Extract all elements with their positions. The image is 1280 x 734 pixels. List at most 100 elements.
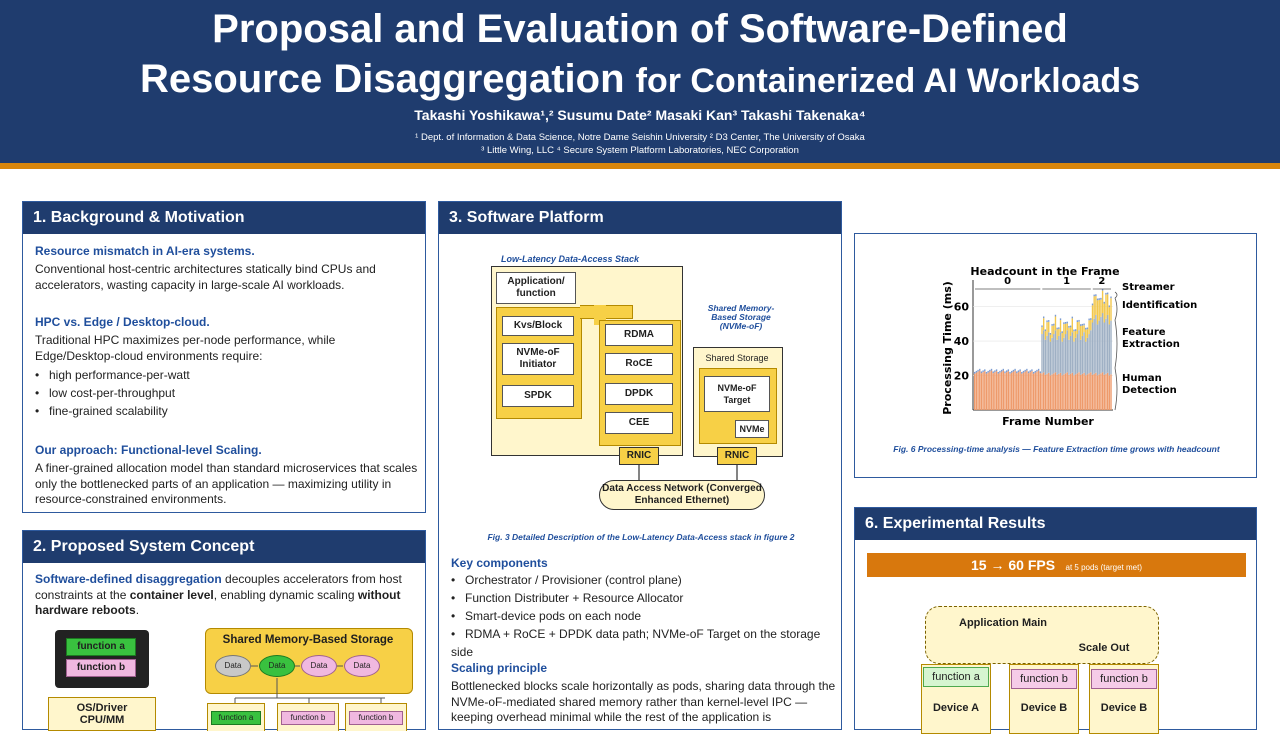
bar-segment [1054, 372, 1057, 410]
fps-banner: 15 → 60 FPS at 5 pods (target met) [867, 553, 1246, 577]
legend-label: Human [1122, 373, 1162, 384]
bar-segment [1093, 296, 1095, 319]
subheading: Our approach: Functional-level Scaling. [35, 443, 262, 457]
function-a-box: function a [66, 638, 136, 656]
bar-segment [1103, 374, 1105, 410]
bar-segment [1037, 368, 1040, 371]
bar-segment [1106, 372, 1109, 410]
bar-segment [1080, 324, 1082, 326]
bar-segment [1041, 334, 1043, 374]
bar-segment [1090, 319, 1092, 331]
bar-segment [980, 373, 983, 410]
bar-segment [1048, 321, 1050, 333]
bar-segment [1056, 339, 1058, 375]
kvs-block-box: Kvs/Block [502, 316, 574, 336]
bar-segment [1037, 370, 1040, 410]
bar-segment [1095, 295, 1097, 315]
bar-segment [980, 371, 983, 374]
bar-segment [1059, 372, 1062, 410]
legend-label: Detection [1122, 385, 1177, 396]
bar-segment [1069, 325, 1072, 328]
affiliation-line-1: ¹ Dept. of Information & Data Science, N… [415, 132, 865, 143]
bar-segment [1090, 372, 1092, 410]
bar-segment [1093, 294, 1095, 297]
device-b-card: function b Device B [1089, 664, 1159, 734]
bar-segment [1105, 318, 1107, 374]
bar-segment [1101, 313, 1104, 373]
bar-segment [984, 371, 986, 410]
bar-segment [1066, 330, 1068, 373]
data-access-network: Data Access Network (Converged Enhanced … [599, 480, 765, 510]
shared-storage-label-text: Shared Memory-Based Storage (NVMe-oF) [707, 303, 775, 331]
bar-segment [1105, 292, 1107, 295]
data-node: Data [259, 655, 295, 677]
bar-segment [1032, 371, 1035, 374]
bar-segment [992, 373, 994, 410]
text: . [135, 603, 140, 617]
bar-segment [1076, 320, 1079, 322]
bar-segment [1026, 368, 1028, 371]
pod-function-b: function b [345, 703, 407, 731]
bar-segment [1091, 322, 1094, 375]
application-main-label: Application Main [959, 617, 1047, 629]
bar-segment [1044, 339, 1047, 375]
bar-segment [1073, 341, 1075, 376]
bar-segment [1080, 374, 1082, 410]
bullet-list: high performance-per-watt low cost-per-t… [35, 366, 190, 420]
bar-segment [1063, 324, 1065, 338]
bar-segment [1046, 373, 1048, 410]
network-links [638, 465, 738, 482]
title-line-2-main: Resource Disaggregation [139, 57, 625, 101]
fps-value: 15 → 60 FPS [971, 557, 1056, 573]
paragraph: Traditional HPC maximizes per-node perfo… [35, 333, 336, 363]
nvme-box: NVMe [735, 420, 769, 438]
bar-segment [1041, 327, 1043, 335]
subheading: Resource mismatch in AI-era systems. [35, 244, 255, 258]
bar-segment [982, 370, 984, 373]
section-software-platform: 3. Software Platform Low-Latency Data-Ac… [438, 201, 842, 730]
function-b-box: function b [281, 710, 335, 725]
bar-segment [1016, 373, 1018, 410]
bar-segment [1068, 325, 1070, 328]
bar-segment [1058, 335, 1060, 374]
cpu-mm-label: CPU/MM [79, 714, 125, 726]
bar-segment [1046, 335, 1048, 374]
figure-caption: Fig. 3 Detailed Description of the Low-L… [487, 532, 795, 542]
bar-segment [1029, 372, 1031, 410]
bar-segment [1098, 298, 1100, 300]
legend-label: Streamer [1122, 282, 1175, 293]
bar-segment [1096, 298, 1099, 301]
bar-segment [1088, 320, 1090, 335]
nvme-initiator-box: NVMe-oF Initiator [502, 343, 574, 375]
bar-segment [1049, 333, 1052, 335]
bar-segment [979, 368, 981, 371]
dpdk-box: DPDK [605, 383, 673, 405]
affiliations: ¹ Dept. of Information & Data Science, N… [0, 131, 1280, 157]
bar-segment [1024, 369, 1026, 372]
bar-segment [985, 373, 988, 410]
title-line-2-tail: for Containerized AI Workloads [635, 62, 1141, 100]
bar-segment [1061, 331, 1063, 334]
bar-segment [1103, 301, 1105, 304]
bar-segment [1108, 305, 1111, 308]
bar-segment [979, 370, 981, 410]
bar-segment [1086, 329, 1089, 338]
fps-note: at 5 pods (target met) [1065, 563, 1142, 572]
text: , enabling dynamic scaling [213, 587, 358, 602]
section-experimental-results: 6. Experimental Results 15 → 60 FPS at 5… [854, 507, 1257, 734]
bar-segment [1108, 307, 1111, 325]
bar-segment [1096, 324, 1099, 376]
device-b-card: function b Device B [1009, 664, 1079, 734]
bar-segment [1043, 330, 1045, 373]
data-arrows [234, 665, 385, 704]
bar-segment [1088, 334, 1090, 374]
bar-segment [1078, 330, 1080, 373]
bar-segment [989, 371, 991, 410]
bar-segment [975, 370, 978, 373]
bar-segment [1091, 374, 1094, 410]
bar-segment [1083, 323, 1085, 326]
bar-segment [1100, 299, 1102, 317]
title-line-1: Proposal and Evaluation of Software-Defi… [212, 7, 1068, 51]
bar-segment [1071, 372, 1073, 410]
